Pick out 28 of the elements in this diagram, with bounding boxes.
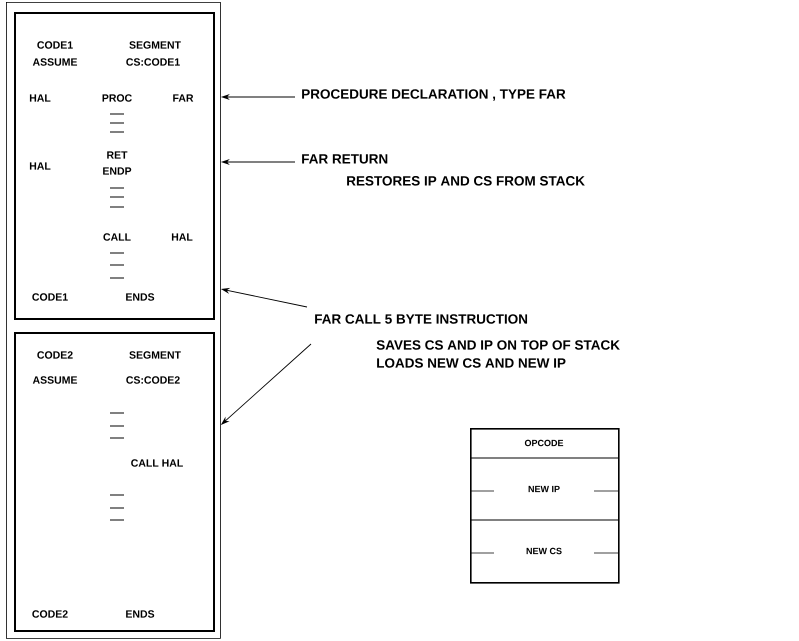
code-text: CODE2 — [32, 610, 68, 618]
code-text: RET — [107, 151, 128, 159]
annotation-text: FAR RETURN RESTORES IP AND CS FROM STACK — [302, 154, 585, 186]
code-text: ASSUME — [32, 376, 78, 384]
code-text: CODE2 — [37, 351, 73, 359]
annotation-text: FAR CALL 5 BYTE INSTRUCTION SAVES CS AND IP ON TOP OF STACK LOADS NEW CS AND NEW IP — [315, 314, 620, 368]
code-text: HAL — [30, 94, 50, 102]
field-label: NEW IP — [528, 486, 560, 492]
code-text: CODE1 — [32, 293, 68, 301]
field-label: OPCODE — [524, 440, 564, 446]
code-text: CS:CODE1 — [126, 58, 180, 66]
code-text: ENDP — [103, 167, 132, 175]
code-text: HAL — [172, 233, 192, 241]
frame — [6, 2, 221, 639]
code-text: CALL — [103, 233, 131, 241]
annotation-text: PROCEDURE DECLARATION , TYPE FAR — [302, 89, 566, 101]
code-text: CS:CODE2 — [126, 376, 180, 384]
code-text: ENDS — [126, 610, 154, 618]
code-text: ASSUME — [32, 58, 78, 66]
code-text: SEGMENT — [129, 351, 181, 359]
code-text: ENDS — [126, 293, 154, 301]
code-text: SEGMENT — [129, 41, 181, 49]
code-text: PROC — [102, 94, 132, 102]
code-text: HAL — [30, 162, 50, 170]
code-text: CODE1 — [37, 41, 73, 49]
field-label: NEW CS — [526, 548, 562, 554]
code-text: FAR — [173, 94, 194, 102]
code-text: CALL HAL — [131, 459, 183, 467]
